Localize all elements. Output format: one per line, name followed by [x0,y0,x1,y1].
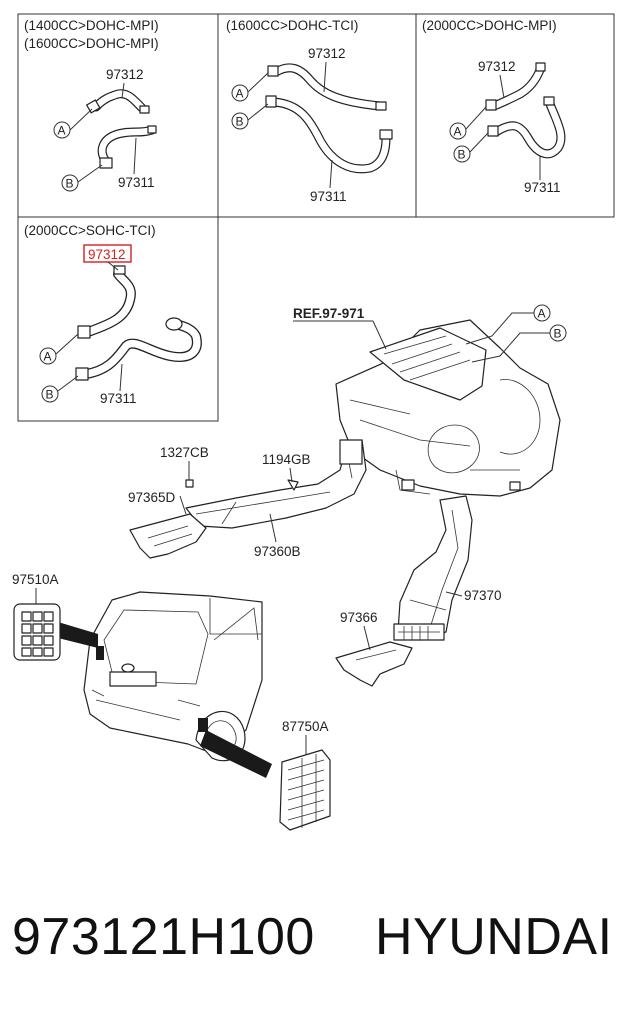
marker-a-panel-1: A [58,124,66,138]
label-97311-panel-2: 97311 [310,189,347,204]
marker-b-panel-4: B [46,388,54,402]
panel-1-condition-1: (1400CC>DOHC-MPI) [24,18,159,33]
panel-1400-1600-dohc-mpi: (1400CC>DOHC-MPI) (1600CC>DOHC-MPI) 9731… [24,18,159,192]
pointer-arrow-97510a [58,622,98,648]
vehicle-outline [83,591,263,762]
ref-connection-markers: A B [465,304,567,363]
label-97366: 97366 [340,610,378,625]
panel-2000-sohc-tci: (2000CC>SOHC-TCI) 97312 97311 A B [24,223,202,406]
side-duct-97370 [393,495,473,641]
hose-97312-1 [86,89,150,114]
label-1327cb: 1327CB [160,445,209,460]
label-97312-panel-2: 97312 [308,46,346,61]
brand-name: HYUNDAI [375,908,613,966]
highlight-box-97312 [83,244,132,263]
marker-b-panel-2: B [236,115,244,129]
hose-97311-4 [75,317,202,381]
marker-a-panel-3: A [454,125,462,139]
marker-b-panel-1: B [66,177,74,191]
marker-a-panel-2: A [236,87,244,101]
panel-4-condition: (2000CC>SOHC-TCI) [24,223,156,238]
label-97311-panel-1: 97311 [118,175,155,190]
hose-97312-4 [77,265,136,339]
panel-2000-dohc-mpi: (2000CC>DOHC-MPI) 97312 97311 A B [422,18,566,195]
hose-97312-3 [485,62,546,111]
marker-a-ref: A [538,307,546,321]
ref-label: REF.97-971 [293,306,365,321]
part-number: 973121H100 [12,908,315,966]
heater-unit-assembly [335,319,561,497]
side-vent-grille-87750a [279,749,331,831]
marker-b-ref: B [554,327,562,341]
label-87750a: 87750A [282,719,329,734]
panel-2-condition: (1600CC>DOHC-TCI) [226,18,358,33]
label-97370: 97370 [464,588,502,603]
label-97510a: 97510A [12,572,59,587]
floor-duct-97365d [129,513,207,559]
label-97365d: 97365D [128,490,176,505]
panel-frames [17,13,615,422]
clip-1327cb [185,479,194,488]
label-97311-panel-4: 97311 [100,391,137,406]
footer: 973121H100 HYUNDAI [0,895,630,985]
panel-1600-dohc-tci: (1600CC>DOHC-TCI) 97312 97311 A B [226,18,393,204]
hose-97311-2 [265,95,393,174]
rear-heating-duct-97360b [185,439,367,529]
marker-a-panel-4: A [44,350,52,364]
hose-97311-1 [97,125,157,169]
label-97312-panel-4-highlighted: 97312 [88,247,126,262]
label-97312-panel-1: 97312 [106,67,144,82]
hose-97311-3 [487,96,566,159]
floor-duct-97366 [335,641,413,687]
pointer-arrow-87750a [200,730,272,778]
label-97311-panel-3: 97311 [524,180,561,195]
parts-diagram: (1400CC>DOHC-MPI) (1600CC>DOHC-MPI) 9731… [12,13,615,831]
rear-vent-grille-97510a [13,603,61,661]
hose-97312-2 [267,63,387,111]
panel-3-condition: (2000CC>DOHC-MPI) [422,18,557,33]
screw-1194gb [287,479,299,491]
label-97312-panel-3: 97312 [478,59,516,74]
panel-1-condition-2: (1600CC>DOHC-MPI) [24,36,159,51]
marker-b-panel-3: B [458,148,466,162]
label-97360b: 97360B [254,544,301,559]
label-1194gb: 1194GB [262,452,311,467]
